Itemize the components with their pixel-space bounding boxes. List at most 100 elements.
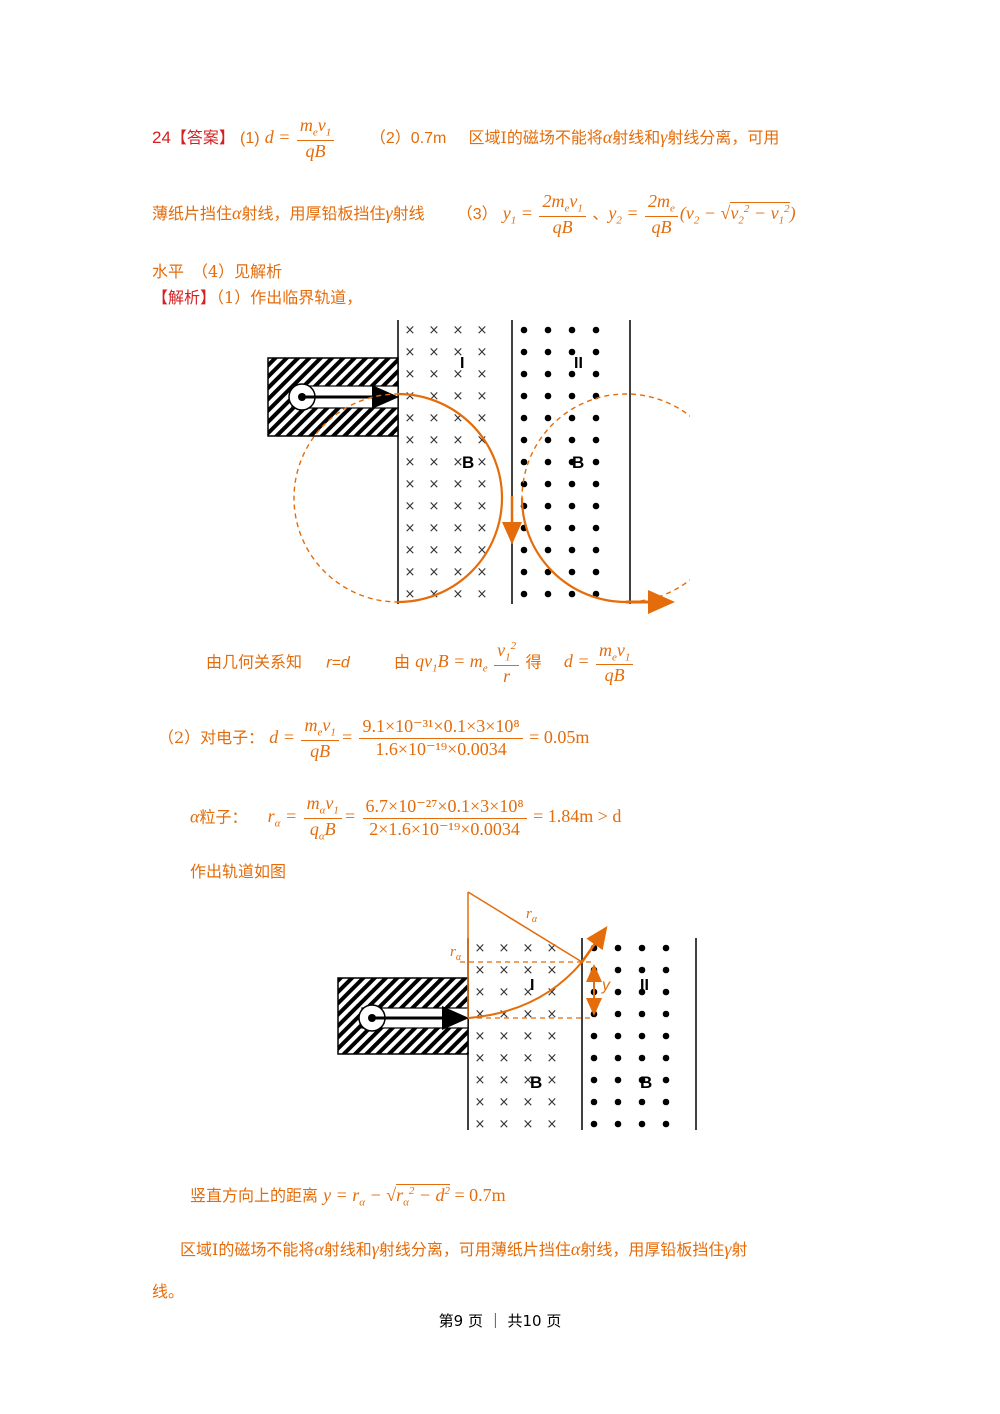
field-out-of-page-mark [638,988,646,996]
line2-b: 射线，用厚铅板挡住 [241,203,386,223]
figure-2: ×××××××××××××××××××××××××××××××××××× rα … [337,891,697,1132]
field-into-page-mark: × [405,389,416,404]
field-into-page-mark: × [477,411,488,426]
field-out-of-page-mark [544,414,552,422]
field-into-page-mark: × [477,433,488,448]
fig1-region-2-label: II [574,355,583,372]
field-into-page-mark: × [547,941,558,956]
field-out-of-page-mark [520,348,528,356]
field-into-page-mark: × [453,411,464,426]
field-into-page-mark: × [477,345,488,360]
field-into-page-mark: × [499,1051,510,1066]
field-out-of-page-mark [544,348,552,356]
field-out-of-page-mark [662,1120,670,1128]
field-out-of-page-mark [614,944,622,952]
field-out-of-page-mark [568,480,576,488]
field-out-of-page-mark [662,966,670,974]
field-into-page-mark: × [405,323,416,338]
field-into-page-mark: × [547,985,558,1000]
field-into-page-mark: × [453,455,464,470]
field-out-of-page-mark [590,1120,598,1128]
alpha-result: = 1.84m > d [533,806,622,827]
field-out-of-page-mark [614,988,622,996]
field-into-page-mark: × [429,389,440,404]
fig2-region-2-label: II [640,977,649,994]
line2-a: 薄纸片挡住 [152,203,233,223]
field-out-of-page-mark [592,590,600,598]
field-into-page-mark: × [429,411,440,426]
field-out-of-page-mark [520,392,528,400]
field-out-of-page-mark [568,524,576,532]
field-out-of-page-mark [544,524,552,532]
get-text: 得 [525,652,542,672]
concl-c: 射线分离，可用薄纸片挡住 [378,1240,571,1259]
field-out-of-page-mark [592,458,600,466]
field-into-page-mark: × [475,963,486,978]
field-out-of-page-mark [520,546,528,554]
concl-d: 射线，用厚铅板挡住 [580,1240,725,1259]
answer-line-3: 水平 （4）见解析 [152,262,283,281]
field-into-page-mark: × [523,1095,534,1110]
vertical-line: 竖直方向上的距离 y = rα − √rα2 − d2 = 0.7m [190,1182,506,1209]
field-into-page-mark: × [429,433,440,448]
field-into-page-mark: × [499,1029,510,1044]
field-into-page-mark: × [429,345,440,360]
field-into-page-mark: × [405,499,416,514]
field-into-page-mark: × [429,565,440,580]
field-out-of-page-mark [638,966,646,974]
field-out-of-page-mark [638,944,646,952]
part3-prefix: （3） [456,205,498,223]
orbit-text: 作出轨道如图 [190,862,287,881]
geom-text: 由几何关系知 [206,652,303,672]
field-into-page-mark: × [453,543,464,558]
field-out-of-page-mark [638,1010,646,1018]
field-into-page-mark: × [499,1117,510,1132]
formula-y: y = rα − √rα2 − d2 = 0.7m [323,1184,506,1209]
analysis-label: 【解析】 [152,288,217,307]
field-out-of-page-mark [568,568,576,576]
field-into-page-mark: × [429,367,440,382]
field-into-page-mark: × [477,455,488,470]
field-into-page-mark: × [547,1073,558,1088]
field-into-page-mark: × [429,499,440,514]
field-out-of-page-mark [544,326,552,334]
field-into-page-mark: × [453,499,464,514]
field-out-of-page-mark [568,348,576,356]
field-out-of-page-mark [568,436,576,444]
field-into-page-mark: × [523,1051,534,1066]
fig2-field-marks: ×××××××××××××××××××××××××××××××××××× [475,941,670,1132]
field-out-of-page-mark [614,1054,622,1062]
field-out-of-page-mark [520,414,528,422]
field-out-of-page-mark [638,1098,646,1106]
field-out-of-page-mark [520,370,528,378]
field-out-of-page-mark [638,1076,646,1084]
field-out-of-page-mark [544,546,552,554]
fig2-r-alpha-top: rα [526,906,538,925]
field-into-page-mark: × [523,963,534,978]
electron-num: 9.1×10⁻³¹×0.1×3×10⁸ [359,717,523,740]
fig1-field-1-label: B [462,453,474,472]
field-out-of-page-mark [568,546,576,554]
field-into-page-mark: × [405,565,416,580]
fig1-field-marks: ××××××××××××××××××××××××××××××××××××××××… [405,323,600,602]
field-into-page-mark: × [429,455,440,470]
field-into-page-mark: × [499,941,510,956]
answer-label: 【答案】 [170,127,235,147]
field-out-of-page-mark [568,370,576,378]
vertical-result: = 0.7m [454,1185,506,1205]
field-out-of-page-mark [568,326,576,334]
field-out-of-page-mark [590,1032,598,1040]
field-into-page-mark: × [499,985,510,1000]
field-into-page-mark: × [475,1051,486,1066]
alpha-text: 粒子： [199,807,248,827]
field-into-page-mark: × [547,1029,558,1044]
field-into-page-mark: × [405,521,416,536]
field-into-page-mark: × [453,587,464,602]
field-out-of-page-mark [568,414,576,422]
